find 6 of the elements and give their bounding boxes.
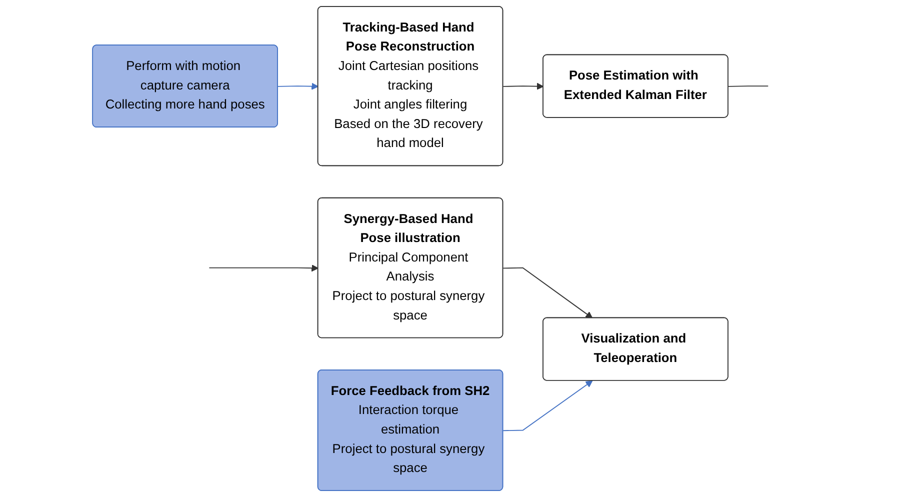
arrow [502, 267, 593, 318]
arrow [502, 82, 544, 90]
arrow [278, 82, 318, 90]
connector [728, 86, 769, 87]
arrow [502, 380, 593, 432]
arrow [208, 264, 318, 272]
